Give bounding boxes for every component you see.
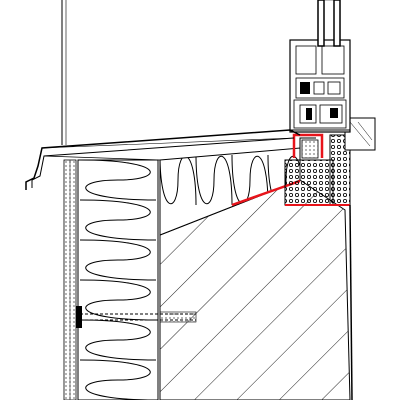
- insulation-batt-symbol: [79, 160, 157, 400]
- wedge-batt-symbol: [160, 154, 300, 206]
- etics-insulation-layer: [77, 159, 159, 400]
- masonry-wall: [159, 179, 351, 400]
- exterior-aluminium-sill: [25, 129, 301, 190]
- exterior-render: [63, 159, 77, 400]
- installation-foam-block: [284, 134, 351, 206]
- wedge-insulation-under-sill: [159, 147, 301, 236]
- double-glazing: [317, 0, 341, 47]
- frame-base-seal: [292, 133, 324, 160]
- insulation-fixing-anchor: [76, 306, 197, 328]
- interior-wall-face: [349, 204, 353, 400]
- upvc-window-frame-profile: [289, 39, 351, 133]
- interior-window-board: [344, 117, 376, 151]
- interior-reveal: [61, 0, 67, 145]
